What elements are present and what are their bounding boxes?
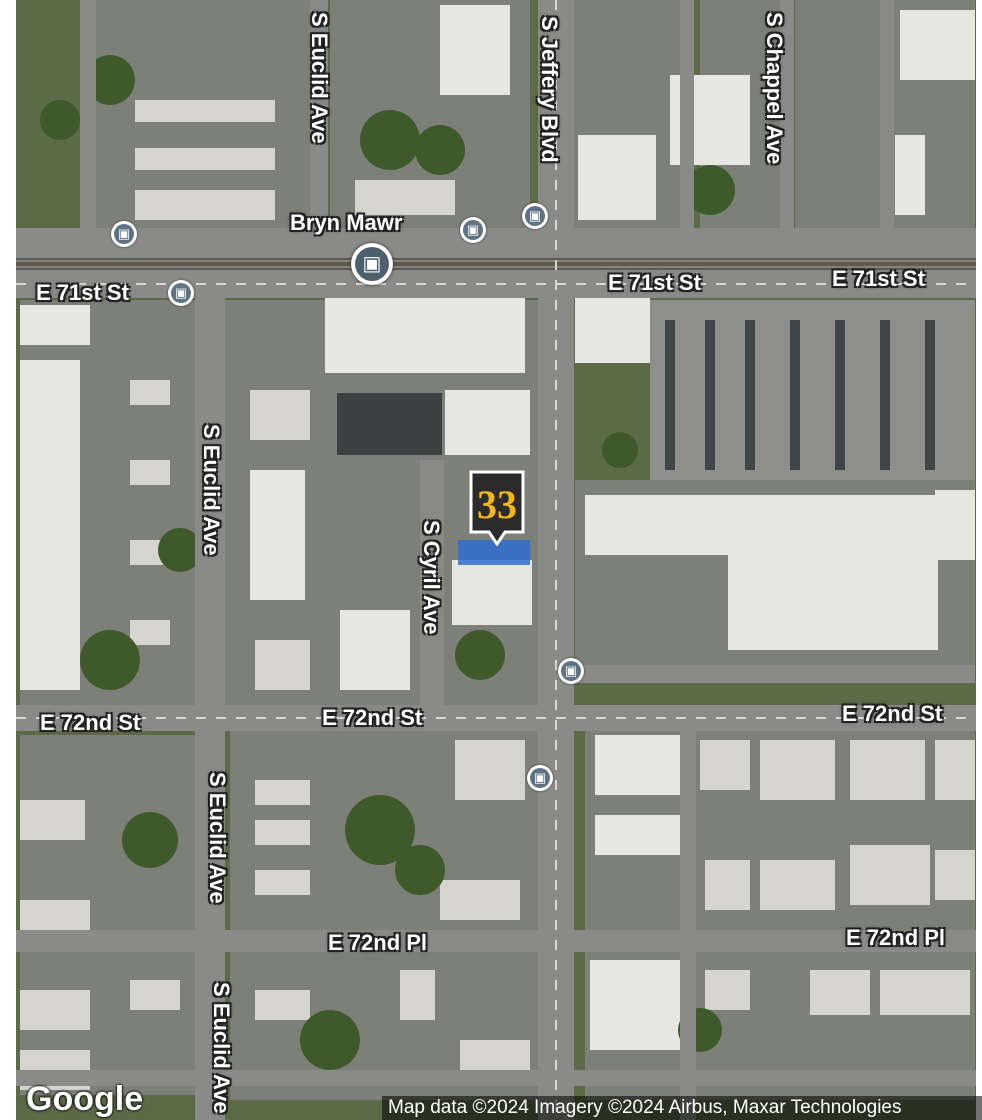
place-pin-icon[interactable]: 33 (467, 468, 527, 546)
street-label-e72pl-right: E 72nd Pl (846, 925, 946, 950)
bus-stop-icon[interactable]: ▣ (522, 203, 548, 229)
parking-lot (650, 300, 975, 480)
train-station-icon[interactable]: ▣ (351, 243, 393, 285)
street-label-e72-right: E 72nd St (842, 701, 943, 726)
street-label-e71-right: E 71st St (832, 266, 925, 291)
street-label-e72-mid: E 72nd St (322, 705, 423, 730)
street-label-e71-mid: E 71st St (608, 270, 701, 295)
street-label-euclid-low: S Euclid Ave (205, 772, 230, 904)
street-label-cyril: S Cyril Ave (419, 520, 444, 635)
street-label-chappel: S Chappel Ave (762, 12, 787, 165)
street-label-e71-left: E 71st St (36, 280, 129, 305)
place-marker-glyph: 33 (477, 482, 517, 527)
google-logo: Google (26, 1080, 144, 1118)
attribution-text[interactable]: Map data ©2024 Imagery ©2024 Airbus, Max… (382, 1096, 982, 1120)
street-label-euclid-bottom: S Euclid Ave (209, 982, 234, 1114)
bus-stop-icon[interactable]: ▣ (527, 765, 553, 791)
bus-stop-icon[interactable]: ▣ (558, 658, 584, 684)
station-label: Bryn Mawr (290, 210, 403, 235)
street-label-jeffery: S Jeffery Blvd (537, 16, 562, 163)
bus-stop-icon[interactable]: ▣ (168, 280, 194, 306)
bus-stop-icon[interactable]: ▣ (111, 221, 137, 247)
street-label-euclid-mid: S Euclid Ave (199, 424, 224, 556)
street-label-e72pl-mid: E 72nd Pl (328, 930, 428, 955)
street-label-e72-left: E 72nd St (40, 710, 141, 735)
street-label-euclid-top: S Euclid Ave (307, 12, 332, 144)
bus-stop-icon[interactable]: ▣ (460, 217, 486, 243)
highlighted-building (458, 540, 530, 565)
